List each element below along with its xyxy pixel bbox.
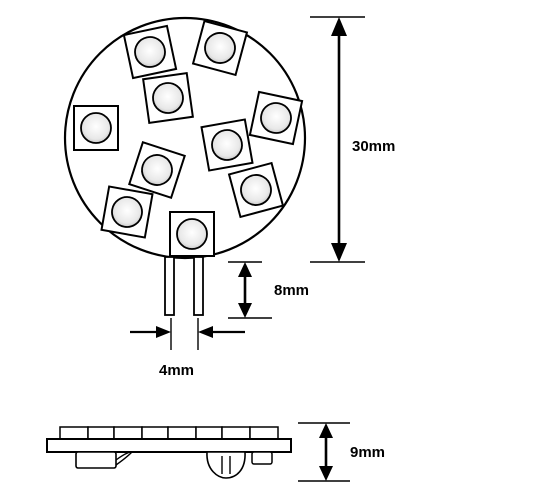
diameter-label: 30mm [352, 138, 395, 155]
pin-spacing-dimension [130, 318, 245, 350]
arrowhead-down [238, 303, 252, 318]
pin-length-dimension [228, 261, 272, 319]
arrowhead-up [319, 423, 333, 438]
side-component-center [206, 451, 246, 479]
side-led-row [59, 426, 279, 440]
arrowhead-down [331, 243, 347, 262]
led-chip [142, 72, 194, 124]
led-chip-group [73, 19, 304, 257]
arrowhead-right [156, 326, 171, 338]
led-chip [100, 185, 154, 239]
side-view [46, 426, 292, 479]
pin-length-label: 8mm [274, 282, 309, 299]
led-chip [248, 90, 304, 146]
led-chip [73, 105, 119, 151]
led-chip [128, 141, 186, 199]
led-chip [122, 24, 178, 80]
thickness-label: 9mm [350, 444, 385, 461]
led-chip [169, 211, 215, 257]
top-view [63, 16, 307, 316]
arrowhead-up [331, 17, 347, 36]
thickness-dimension [298, 422, 350, 482]
pin-left [164, 256, 175, 316]
pins [164, 256, 204, 316]
side-wire [115, 451, 133, 466]
arrowhead-up [238, 262, 252, 277]
arrowhead-left [198, 326, 213, 338]
led-chip [191, 19, 249, 77]
led-chip [227, 161, 285, 219]
side-component-right [251, 451, 273, 465]
pin-spacing-label: 4mm [159, 362, 194, 379]
side-board [46, 438, 292, 453]
pin-right [193, 256, 204, 316]
led-chip [200, 118, 254, 172]
side-component-left [75, 451, 117, 469]
arrowhead-down [319, 466, 333, 481]
diameter-dimension [310, 16, 365, 263]
